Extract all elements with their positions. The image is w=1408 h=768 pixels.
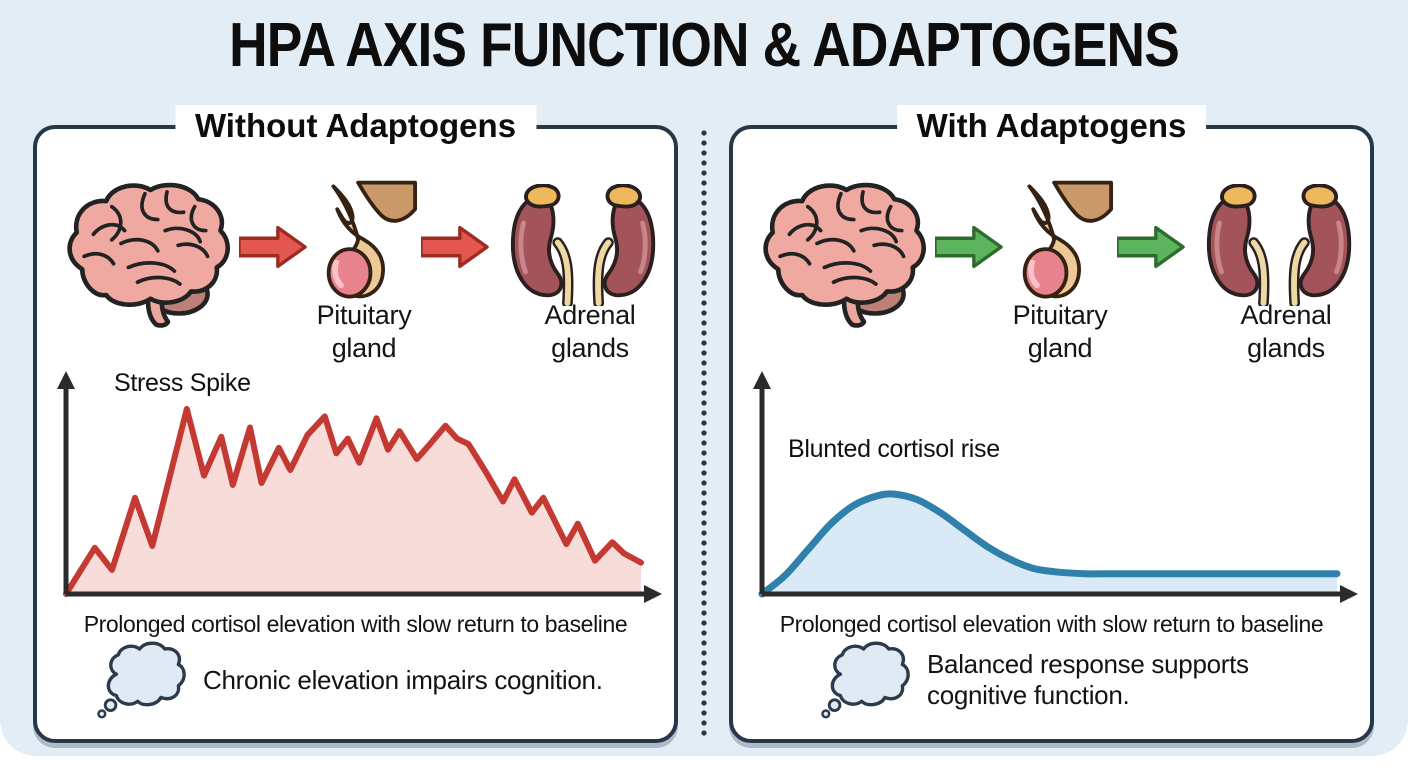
arrow-shape [421, 225, 489, 269]
adrenal-glands-label: Adrenal glands [1240, 300, 1332, 363]
arrow-shape [935, 225, 1003, 269]
chart-caption: Prolonged cortisol elevation with slow r… [779, 611, 1324, 637]
cortisol-smooth-area-chart [753, 371, 1358, 603]
chart-annotation: Blunted cortisol rise [788, 435, 1000, 463]
thought-bubble-icon [821, 641, 910, 719]
arrow-pituitary-to-adrenal-icon [421, 225, 489, 269]
cortisol-chart-without-adaptogens: Stress Spike [48, 369, 663, 604]
thought-row: Balanced response supports cognitive fun… [821, 641, 1277, 719]
thought-bubble-icon [97, 641, 186, 719]
pituitary-gland-label: Pituitary gland [1012, 300, 1108, 363]
panel-header: Without Adaptogens [174, 105, 537, 147]
cortisol-spiky-area-chart [57, 371, 662, 603]
arrow-shape [1117, 225, 1185, 269]
pituitary-gland-label: Pituitary gland [316, 300, 412, 363]
thought-row: Chronic elevation impairs cognition. [97, 641, 673, 719]
pituitary-gland-icon [1018, 179, 1113, 304]
panel-with-adaptogens: With Adaptogens Pituitary gland Adrenal … [729, 105, 1374, 743]
brain-icon [751, 179, 929, 331]
arrow-brain-to-pituitary-icon [239, 225, 307, 269]
arrow-pituitary-to-adrenal-icon [1117, 225, 1185, 269]
panel-divider-dotted-line [701, 128, 707, 740]
adrenal-glands-label: Adrenal glands [544, 300, 636, 363]
thought-text: Balanced response supports cognitive fun… [927, 649, 1249, 710]
arrow-shape [239, 225, 307, 269]
cortisol-chart-with-adaptogens: Blunted cortisol rise [744, 369, 1359, 604]
arrow-brain-to-pituitary-icon [935, 225, 1003, 269]
pituitary-gland-icon [322, 179, 417, 304]
thought-text: Chronic elevation impairs cognition. [203, 664, 603, 695]
panel-without-adaptogens: Without Adaptogens Pituitary gland Adren… [33, 105, 678, 743]
adrenal-glands-icon [1203, 184, 1359, 306]
brain-icon [55, 179, 233, 331]
adrenal-glands-icon [507, 184, 663, 306]
panel-header: With Adaptogens [896, 105, 1207, 147]
chart-caption: Prolonged cortisol elevation with slow r… [83, 611, 628, 637]
page-title: HPA AXIS FUNCTION & ADAPTOGENS [229, 11, 1180, 80]
chart-annotation: Stress Spike [114, 369, 251, 397]
